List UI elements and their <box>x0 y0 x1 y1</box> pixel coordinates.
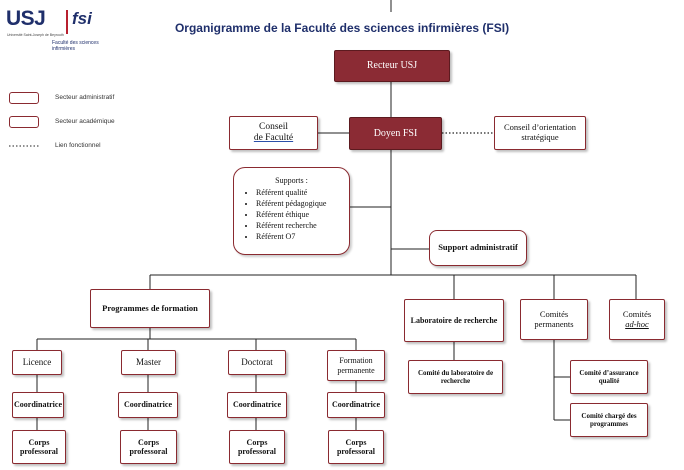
supports-item: Référent pédagogique <box>256 198 349 209</box>
comites-adhoc-line1: Comités <box>622 308 652 319</box>
comite-programmes-line2: programmes <box>590 420 628 428</box>
support-administratif-label: Support administratif <box>438 242 518 253</box>
logo-faculty: Faculté des sciences infirmières <box>52 40 99 52</box>
master-coordinatrice-box: Coordinatrice <box>118 392 178 418</box>
programmes-box: Programmes de formation <box>90 289 210 328</box>
legend-link-label: Lien fonctionnel <box>55 142 101 149</box>
logo-fsi: fsi <box>72 9 92 28</box>
legend-admin-box <box>9 92 39 104</box>
corps-line1: Corps <box>246 437 268 447</box>
doctorat-corps-box: Corps professoral <box>229 430 285 464</box>
conseil-faculte-box: Conseil de Faculté <box>229 116 318 150</box>
supports-item: Référent recherche <box>256 220 349 231</box>
corps-line1: Corps <box>138 437 159 447</box>
corps-line2: professoral <box>129 447 168 456</box>
logo-small-text: Université Saint-Joseph de Beyrouth <box>7 33 64 37</box>
corps-line2: professoral <box>237 447 277 456</box>
comite-laboratoire-box: Comité du laboratoire de recherche <box>408 360 503 394</box>
comite-assurance-line2: qualité <box>598 377 620 385</box>
conseil-orientation-box: Conseil d’orientation stratégique <box>494 116 586 150</box>
coordinatrice-label: Coordinatrice <box>124 400 172 410</box>
supports-item: Référent éthique <box>256 209 349 220</box>
logo-divider <box>66 10 68 34</box>
corps-line1: Corps <box>28 437 50 447</box>
conseil-faculte-line1: Conseil <box>258 122 289 133</box>
comites-adhoc-line2: ad-hoc <box>625 318 649 329</box>
corps-line1: Corps <box>345 437 367 447</box>
formation-coordinatrice-box: Coordinatrice <box>327 392 385 418</box>
comite-laboratoire-line2: recherche <box>440 377 471 385</box>
comites-permanents-line2: permanents <box>534 318 574 329</box>
comite-programmes-box: Comité chargé des programmes <box>570 403 648 437</box>
supports-title: Supports : <box>275 176 308 185</box>
licence-box: Licence <box>12 350 62 375</box>
doyen-box: Doyen FSI <box>349 117 442 150</box>
comite-programmes-line1: Comité chargé des <box>581 411 637 420</box>
laboratoire-label: Laboratoire de recherche <box>410 315 498 325</box>
licence-corps-box: Corps professoral <box>12 430 66 464</box>
comites-permanents-line1: Comités <box>539 308 569 319</box>
recteur-box: Recteur USJ <box>334 50 450 82</box>
laboratoire-box: Laboratoire de recherche <box>404 299 504 342</box>
comites-adhoc-box: Comités ad-hoc <box>609 299 665 340</box>
doctorat-coordinatrice-box: Coordinatrice <box>227 392 287 418</box>
legend-admin-label: Secteur administratif <box>55 94 115 101</box>
logo-usj: USJ <box>6 7 46 30</box>
page-title: Organigramme de la Faculté des sciences … <box>174 21 510 35</box>
supports-item: Référent qualité <box>256 187 349 198</box>
usj-logo: USJ fsi Université Saint-Joseph de Beyro… <box>6 7 121 52</box>
supports-box: Supports : Référent qualité Référent péd… <box>233 167 350 255</box>
conseil-faculte-line2: de Faculté <box>253 133 294 143</box>
doctorat-box: Doctorat <box>228 350 286 375</box>
corps-line2: professoral <box>19 447 59 456</box>
legend-academic-box <box>9 116 39 128</box>
master-label: Master <box>136 357 161 368</box>
comites-permanents-box: Comités permanents <box>520 299 588 340</box>
comite-laboratoire-line1: Comité du laboratoire de <box>417 368 494 377</box>
master-box: Master <box>121 350 176 375</box>
supports-item: Référent O7 <box>256 231 349 242</box>
support-administratif-box: Support administratif <box>429 230 527 266</box>
corps-line2: professoral <box>336 447 376 456</box>
formation-permanente-box: Formation permanente <box>327 350 385 381</box>
supports-list: Référent qualité Référent pédagogique Ré… <box>234 187 349 242</box>
programmes-label: Programmes de formation <box>102 302 198 313</box>
doctorat-label: Doctorat <box>241 357 273 368</box>
master-corps-box: Corps professoral <box>120 430 177 464</box>
conseil-orientation-line2: stratégique <box>521 132 559 142</box>
comite-assurance-line1: Comité d’assurance <box>579 368 639 377</box>
coordinatrice-label: Coordinatrice <box>332 400 380 410</box>
licence-label: Licence <box>22 357 52 368</box>
coordinatrice-label: Coordinatrice <box>233 400 281 410</box>
formation-line1: Formation <box>339 356 373 366</box>
comite-assurance-box: Comité d’assurance qualité <box>570 360 648 394</box>
coordinatrice-label: Coordinatrice <box>14 400 62 410</box>
formation-corps-box: Corps professoral <box>328 430 384 464</box>
formation-line2: permanente <box>337 365 375 375</box>
recteur-label: Recteur USJ <box>366 60 418 72</box>
licence-coordinatrice-box: Coordinatrice <box>12 392 64 418</box>
legend-academic-label: Secteur académique <box>55 118 115 125</box>
doyen-label: Doyen FSI <box>373 127 418 139</box>
conseil-orientation-line1: Conseil d’orientation <box>503 122 576 133</box>
